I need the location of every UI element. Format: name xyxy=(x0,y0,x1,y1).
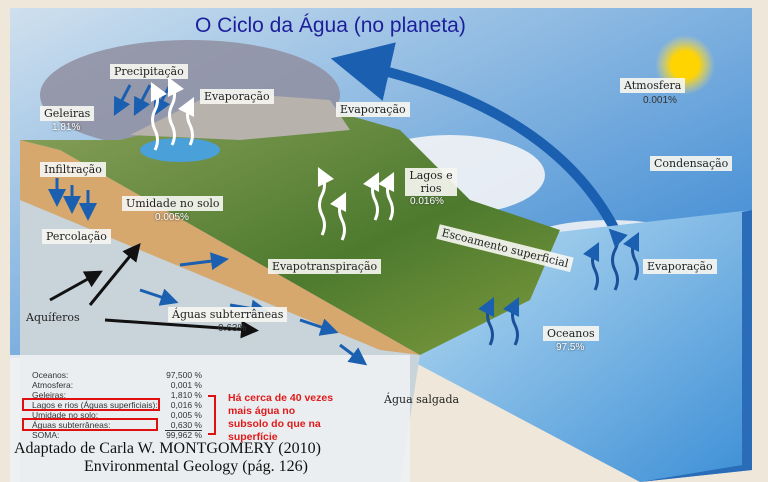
soil-layer xyxy=(20,140,420,355)
row-value: 1,810 % xyxy=(170,390,202,400)
page-title: O Ciclo da Água (no planeta) xyxy=(195,14,466,37)
row-value: 0,016 % xyxy=(170,400,202,410)
label-precipitacao: Precipitação xyxy=(110,64,188,79)
table-row: SOMA: 99,962 % xyxy=(32,430,202,440)
row-value: 0,630 % xyxy=(165,420,202,431)
lake xyxy=(140,138,220,162)
label-aguas-subterraneas: Águas subterrâneas xyxy=(168,307,288,322)
lagos-percent: 0.016% xyxy=(410,196,444,207)
citation-line1: Adaptado de Carla W. MONTGOMERY (2010) xyxy=(14,440,321,457)
label-aquiferos: Aquíferos xyxy=(26,311,80,324)
label-evaporacao: Evaporação xyxy=(200,89,274,104)
row-label: Geleiras: xyxy=(32,390,67,400)
table-row: Águas subterrâneas: 0,630 % xyxy=(32,420,202,431)
label-atmosfera: Atmosfera xyxy=(620,78,686,93)
label-percolacao: Percolação xyxy=(42,229,111,244)
row-label: Oceanos: xyxy=(32,370,69,380)
mountains xyxy=(130,95,350,140)
ocean-evaporation-arrows xyxy=(477,228,640,346)
geleiras-percent: 1.81% xyxy=(52,122,81,133)
row-value: 0,001 % xyxy=(170,380,202,390)
row-value: 99,962 % xyxy=(166,430,202,440)
row-label: SOMA: xyxy=(32,430,60,440)
row-label: Umidade no solo: xyxy=(32,410,99,420)
label-evaporacao: Evaporação xyxy=(643,259,717,274)
note-text: Há cerca de 40 vezes mais água no subsol… xyxy=(228,392,334,443)
label-infiltracao: Infiltração xyxy=(40,162,106,177)
label-evaporacao: Evaporação xyxy=(336,102,410,117)
table-row: Umidade no solo: 0,005 % xyxy=(32,410,202,420)
label-agua-salgada: Água salgada xyxy=(384,393,460,406)
label-condensacao: Condensação xyxy=(650,156,733,171)
table-row: Oceanos: 97,500 % xyxy=(32,370,202,380)
aguas-sub-percent: 0.63% xyxy=(218,323,247,334)
row-value: 97,500 % xyxy=(166,370,202,380)
highlight-box xyxy=(22,398,160,411)
label-umidade: Umidade no solo xyxy=(122,196,224,211)
table-row: Lagos e rios (Águas superficiais): 0,016 … xyxy=(32,400,202,410)
atmosfera-percent: 0.001% xyxy=(643,95,677,106)
oceanos-percent: 97.5% xyxy=(556,342,585,353)
condensation-arrow xyxy=(330,42,625,243)
highlight-box xyxy=(22,418,158,431)
label-evapotranspiracao: Evapotranspiração xyxy=(268,259,382,274)
row-label: Águas subterrâneas: xyxy=(32,420,111,430)
label-geleiras: Geleiras xyxy=(40,106,95,121)
brace xyxy=(208,395,216,435)
row-label: Lagos e rios (Águas superficiais): xyxy=(32,400,158,410)
table-row: Atmosfera: 0,001 % xyxy=(32,380,202,390)
row-label: Atmosfera: xyxy=(32,380,74,390)
table-row: Geleiras: 1,810 % xyxy=(32,390,202,400)
citation-line2: Environmental Geology (pág. 126) xyxy=(84,458,308,475)
label-lagos-rios: Lagos e rios xyxy=(405,168,457,196)
umidade-percent: 0.005% xyxy=(155,212,189,223)
label-oceanos: Oceanos xyxy=(543,326,599,341)
row-value: 0,005 % xyxy=(170,410,202,420)
evaporation-arrows xyxy=(150,76,395,241)
aquifer-pointer-arrows xyxy=(49,243,259,339)
